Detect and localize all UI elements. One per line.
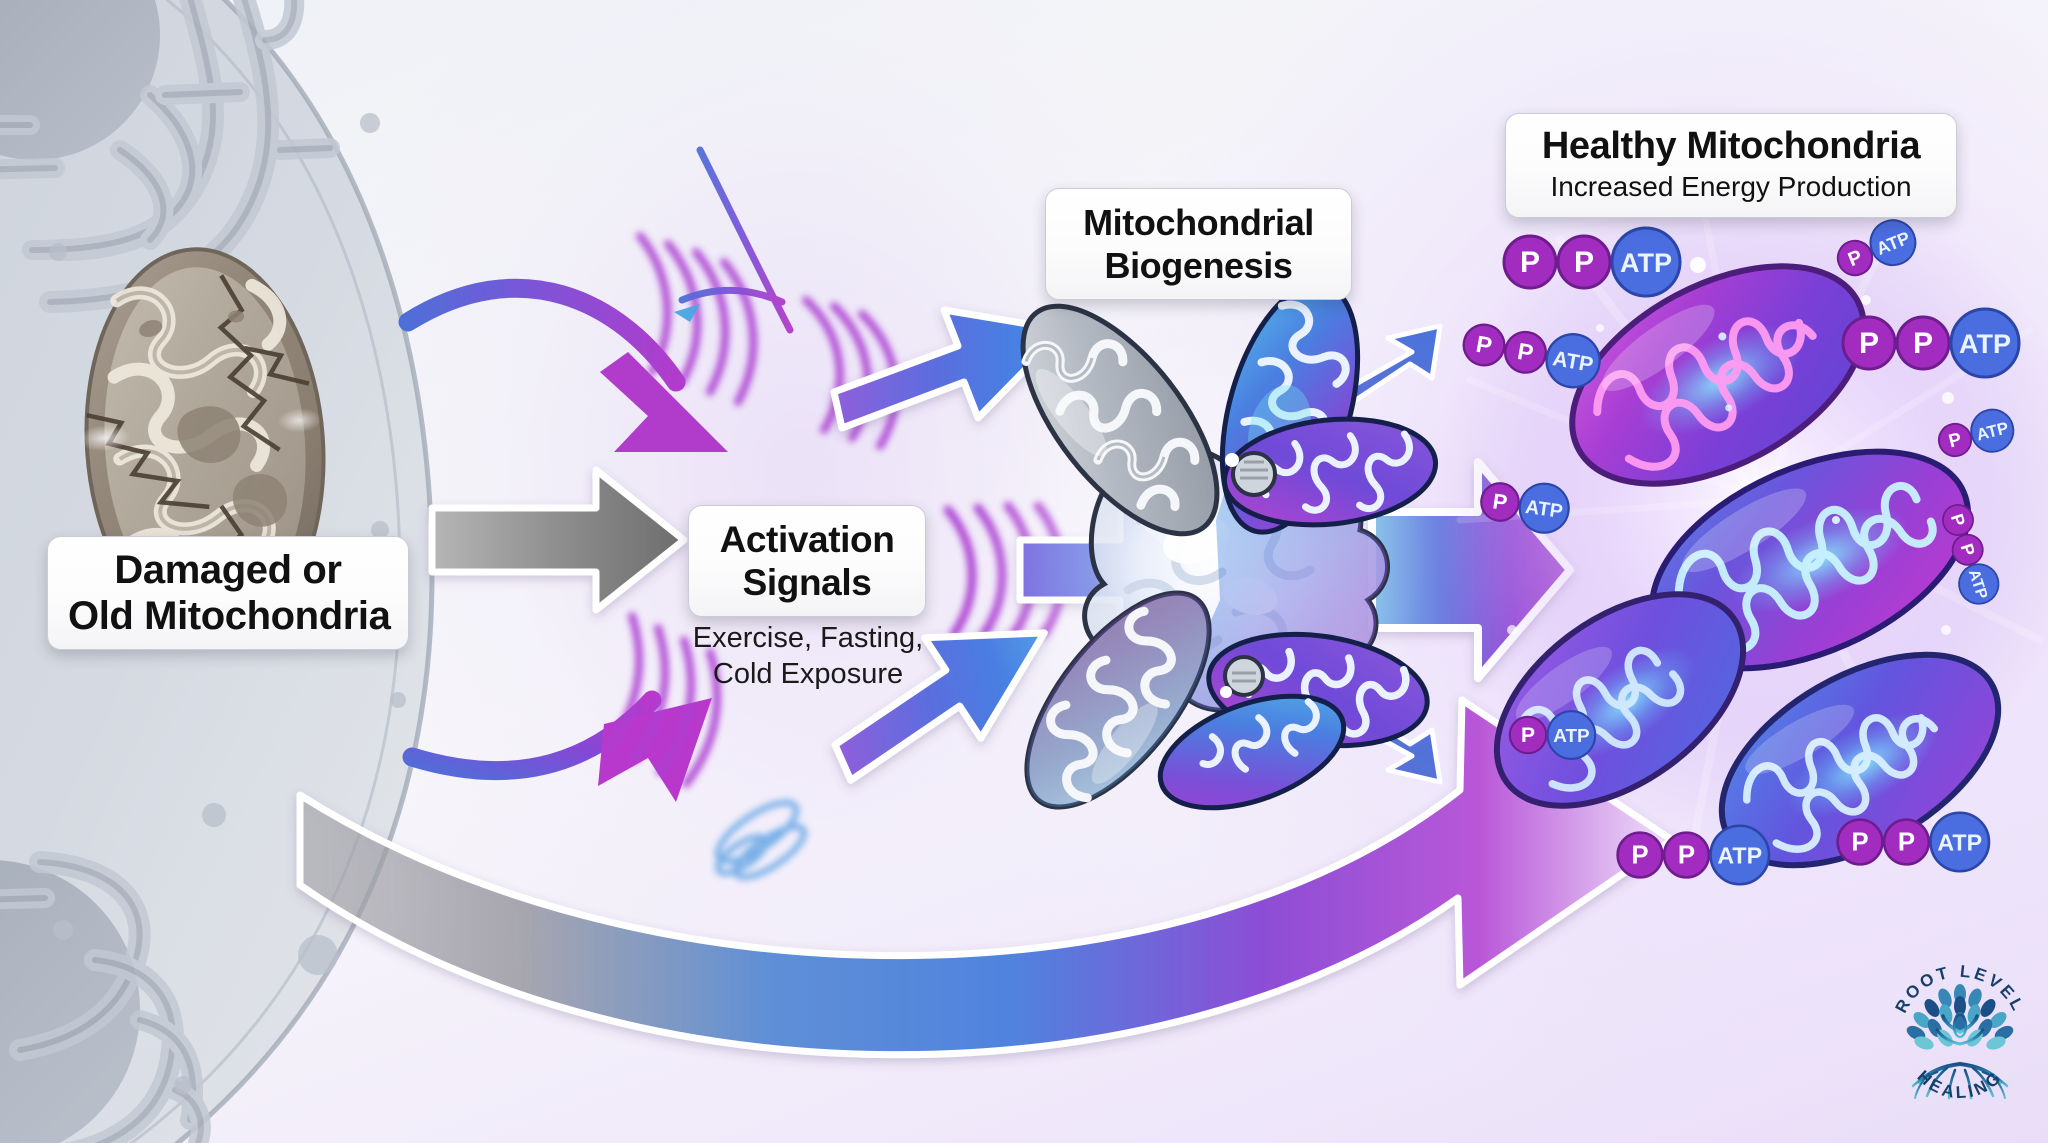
callout-healthy-title: Healthy Mitochondria bbox=[1541, 125, 1921, 167]
callout-activation-signals: Activation Signals bbox=[688, 505, 926, 617]
callout-damaged-mitochondria: Damaged or Old Mitochondria bbox=[47, 536, 409, 650]
phosphate-label: P bbox=[1946, 428, 1963, 451]
atp-molecule: P P ATP bbox=[1836, 811, 1991, 873]
atp-core-label: ATP bbox=[1717, 843, 1762, 869]
phosphate-label: P bbox=[1851, 829, 1868, 857]
phosphate-label: P bbox=[1631, 842, 1648, 870]
grey-mitochondrion-upper bbox=[1020, 303, 1220, 537]
atp-core-circle bbox=[1970, 408, 2015, 453]
callout-mitochondrial-biogenesis: Mitochondrial Biogenesis bbox=[1045, 188, 1352, 300]
phosphate-label: P bbox=[1574, 246, 1594, 279]
signal-squiggle-bottom bbox=[714, 799, 808, 881]
signal-wave-lower bbox=[604, 612, 722, 788]
nucleus-bottom bbox=[0, 860, 140, 1143]
phosphate-label: P bbox=[1521, 724, 1535, 747]
phosphate-label: P bbox=[1898, 829, 1915, 857]
atp-core-label: ATP bbox=[1620, 248, 1672, 278]
atp-core-circle bbox=[1929, 811, 1991, 873]
atp-molecule: P P ATP bbox=[1616, 824, 1771, 886]
activation-sub-line1: Exercise, Fasting, bbox=[692, 622, 924, 654]
phosphate-circle bbox=[1882, 818, 1931, 866]
atp-core-label: ATP bbox=[1553, 726, 1589, 747]
activation-signals-subtext: Exercise, Fasting, Cold Exposure bbox=[640, 620, 976, 692]
tree-trunk-roots-icon bbox=[1911, 1013, 2009, 1102]
pinching-vesicles bbox=[1220, 451, 1277, 698]
callout-damaged-line2: Old Mitochondria bbox=[68, 594, 391, 638]
atp-core-circle bbox=[1869, 219, 1917, 267]
blue-mitochondrion-mid bbox=[1221, 416, 1439, 528]
atp-core-circle bbox=[1958, 563, 2000, 605]
activation-to-biogenesis-upper-arrow bbox=[830, 306, 1068, 432]
atp-core-label: ATP bbox=[1937, 830, 1982, 856]
phosphate-circle bbox=[1502, 234, 1558, 290]
callout-healthy-mitochondria: Healthy Mitochondria Increased Energy Pr… bbox=[1505, 113, 1957, 218]
phosphate-circle bbox=[1508, 715, 1548, 755]
signal-upper-curve-arrow bbox=[398, 278, 728, 452]
nucleus-top bbox=[0, 0, 160, 160]
grey-mitochondrion-lower bbox=[1024, 590, 1212, 810]
phosphate-circle bbox=[1942, 504, 1974, 536]
callout-biogenesis-line1: Mitochondrial bbox=[1083, 202, 1314, 243]
phosphate-circle bbox=[1937, 422, 1973, 458]
signal-squiggle-top bbox=[674, 146, 794, 334]
atp-core-circle bbox=[1610, 226, 1682, 298]
atp-core-circle bbox=[1949, 307, 2021, 379]
atp-core-circle bbox=[1545, 333, 1601, 389]
activation-sub-line2: Cold Exposure bbox=[712, 658, 904, 690]
phosphate-circle bbox=[1504, 330, 1547, 374]
atp-core-label: ATP bbox=[1959, 329, 2011, 359]
atp-core-circle bbox=[1709, 824, 1771, 886]
phosphate-label: P bbox=[1859, 327, 1879, 360]
damaged-to-activation-arrow bbox=[428, 466, 688, 614]
phosphate-circle bbox=[1836, 239, 1874, 277]
blue-mitochondrion-bottom bbox=[1157, 693, 1347, 811]
callout-damaged-line1: Damaged or bbox=[114, 548, 342, 592]
atp-molecule: P P ATP bbox=[1502, 226, 1682, 298]
phosphate-circle bbox=[1616, 831, 1664, 879]
phosphate-circle bbox=[1662, 831, 1711, 879]
atp-core-circle bbox=[1546, 710, 1597, 760]
callout-activation-line1: Activation bbox=[719, 519, 895, 560]
atp-molecule: P P ATP bbox=[1841, 307, 2021, 379]
callout-activation-line2: Signals bbox=[742, 562, 872, 603]
phosphate-circle bbox=[1895, 315, 1951, 371]
endoplasmic-reticulum-bottom bbox=[0, 851, 211, 1143]
healthy-mitochondrion-a bbox=[1569, 263, 1867, 487]
atp-core-label: ATP bbox=[1524, 496, 1564, 523]
phosphate-circle bbox=[1951, 533, 1984, 566]
phosphate-circle bbox=[1480, 482, 1520, 522]
phosphate-label: P bbox=[1474, 331, 1494, 359]
phosphate-label: P bbox=[1520, 246, 1540, 279]
atp-core-circle bbox=[1518, 482, 1570, 534]
atp-molecule: P ATP bbox=[1480, 482, 1570, 534]
callout-biogenesis-line2: Biogenesis bbox=[1104, 245, 1293, 286]
phosphate-circle bbox=[1836, 818, 1884, 866]
phosphate-label: P bbox=[1678, 842, 1695, 870]
phosphate-label: P bbox=[1913, 327, 1933, 360]
callout-healthy-subtitle: Increased Energy Production bbox=[1550, 171, 1912, 202]
phosphate-label: P bbox=[1516, 338, 1536, 366]
phosphate-circle bbox=[1462, 323, 1506, 367]
root-level-healing-logo: ROOT LEVEL HEALING bbox=[1892, 962, 2026, 1103]
phosphate-circle bbox=[1841, 315, 1897, 371]
cell-vesicles bbox=[49, 113, 406, 1094]
signal-wave-upper bbox=[636, 232, 758, 406]
phosphate-circle bbox=[1556, 234, 1612, 290]
atp-molecule: P ATP bbox=[1508, 710, 1597, 760]
phosphate-label: P bbox=[1491, 488, 1509, 515]
